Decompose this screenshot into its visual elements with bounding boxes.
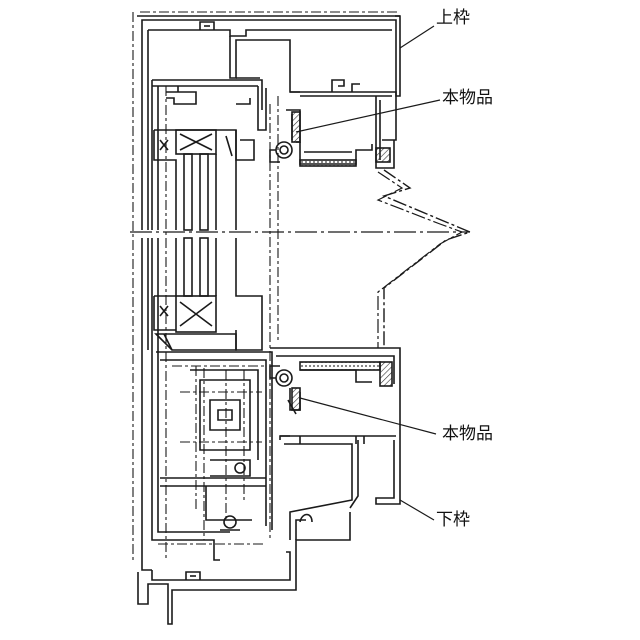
lower-seal-block <box>292 388 300 410</box>
leader-product-bottom <box>300 398 436 434</box>
upper-seal-block <box>292 112 300 142</box>
leader-lower-frame <box>400 500 434 520</box>
upper-corner-block <box>376 148 390 162</box>
upper-glazing-unit <box>154 130 254 230</box>
upper-seal-strip <box>300 160 356 166</box>
product-label-top: 本物品 <box>442 90 493 107</box>
lower-product-seal <box>270 366 372 414</box>
upper-frame-label: 上枠 <box>436 10 470 27</box>
product-label-bottom: 本物品 <box>442 426 493 443</box>
leader-product-top <box>296 100 440 132</box>
break-outline <box>384 170 470 348</box>
lower-frame-label: 下枠 <box>436 512 470 529</box>
lower-seal-strip <box>300 362 380 370</box>
lower-corner-block <box>380 362 392 386</box>
leader-lines <box>296 26 440 520</box>
leader-upper-frame <box>400 26 434 48</box>
